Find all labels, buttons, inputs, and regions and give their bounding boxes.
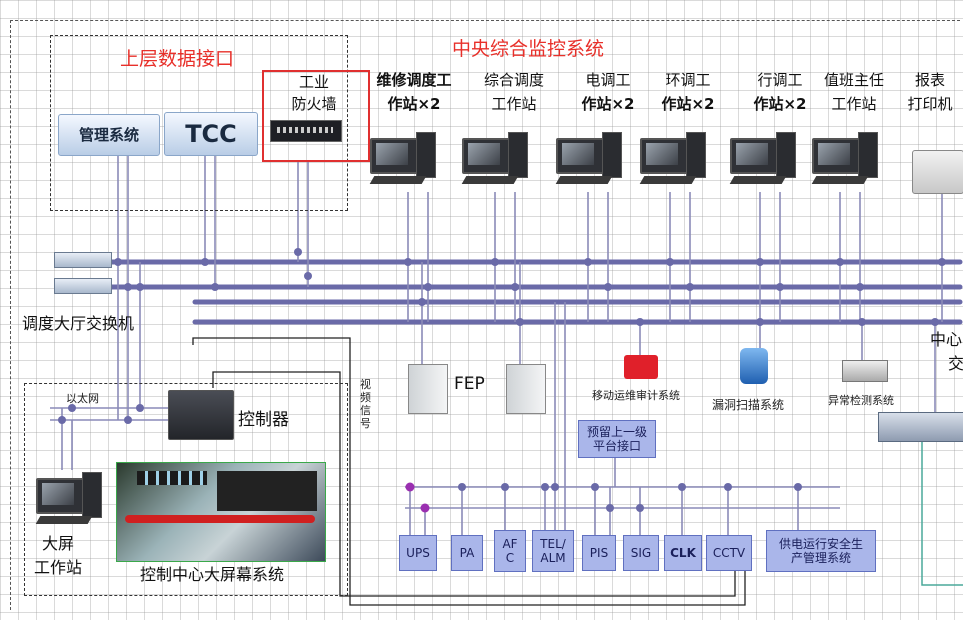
reserved-line-2: 平台接口 bbox=[592, 439, 641, 453]
subsystem-pis: PIS bbox=[582, 535, 616, 571]
firewall-highlight bbox=[262, 70, 370, 162]
fep-server-icon-1 bbox=[408, 364, 448, 414]
ws-label-4a: 环调工 bbox=[665, 71, 711, 89]
subsystem-cctv: CCTV bbox=[706, 535, 752, 571]
traffic-workstation-icon bbox=[729, 132, 808, 192]
environment-workstation-icon bbox=[639, 132, 718, 192]
ws-label-5a: 行调工 bbox=[757, 71, 803, 89]
big-screen-box bbox=[24, 383, 348, 596]
video-signal-char-1: 视 bbox=[360, 378, 371, 391]
subsystem-cctv-label: CCTV bbox=[712, 546, 746, 560]
ws-label-1a: 维修调度工 bbox=[376, 71, 452, 89]
vuln-scan-icon bbox=[740, 348, 768, 384]
controller-label: 控制器 bbox=[238, 410, 289, 430]
vuln-scan-label: 漏洞扫描系统 bbox=[712, 398, 785, 412]
center-switch-icon bbox=[878, 412, 963, 442]
upper-interface-box bbox=[50, 35, 348, 211]
diagram-title: 中央综合监控系统 bbox=[452, 38, 605, 60]
ws-label-7b: 打印机 bbox=[907, 95, 953, 113]
ws-label-6b: 工作站 bbox=[831, 95, 877, 113]
video-signal-char-4: 号 bbox=[360, 417, 371, 430]
hall-switch-icon-2 bbox=[54, 278, 112, 294]
subsystem-clk: CLK bbox=[664, 535, 702, 571]
video-signal-char-3: 信 bbox=[360, 404, 371, 417]
ws-label-3b: 作站×2 bbox=[581, 95, 635, 113]
hall-switch-icon-1 bbox=[54, 252, 112, 268]
firewall-device-icon bbox=[270, 120, 342, 142]
subsystem-afc: AF C bbox=[494, 530, 526, 572]
reserved-interface-box: 预留上一级 平台接口 bbox=[578, 420, 656, 458]
video-signal-char-2: 频 bbox=[360, 391, 371, 404]
ws-label-1b: 作站×2 bbox=[387, 95, 441, 113]
subsystem-power-safety: 供电运行安全生 产管理系统 bbox=[766, 530, 876, 572]
subsystem-pis-label: PIS bbox=[589, 546, 609, 560]
big-screen-ws-label-1: 大屏 bbox=[42, 534, 75, 553]
fep-server-icon-2 bbox=[506, 364, 546, 414]
duty-workstation-icon bbox=[811, 132, 890, 192]
center-switch-label-2: 交 bbox=[948, 354, 963, 373]
ws-label-5b: 作站×2 bbox=[753, 95, 807, 113]
ws-label-7a: 报表 bbox=[914, 71, 945, 89]
center-switch-label-1: 中心 bbox=[930, 330, 963, 349]
ws-label-3a: 电调工 bbox=[585, 71, 631, 89]
subsystem-afc-label: AF C bbox=[502, 537, 518, 565]
big-screen-ws-label-2: 工作站 bbox=[34, 558, 83, 577]
subsystem-ups: UPS bbox=[399, 535, 437, 571]
anomaly-detect-icon bbox=[842, 360, 888, 382]
firewall-label-2: 防火墙 bbox=[291, 95, 337, 113]
ws-label-2b: 工作站 bbox=[491, 95, 537, 113]
fep-label: FEP bbox=[454, 374, 485, 394]
subsystem-clk-label: CLK bbox=[670, 546, 696, 560]
firewall-label-1: 工业 bbox=[298, 73, 329, 91]
maintenance-workstation-icon bbox=[369, 132, 448, 192]
mobile-audit-label: 移动运维审计系统 bbox=[592, 389, 680, 402]
printer-icon bbox=[912, 150, 963, 194]
ws-label-4b: 作站×2 bbox=[661, 95, 715, 113]
subsystem-ups-label: UPS bbox=[406, 546, 430, 560]
subsystem-sig: SIG bbox=[623, 535, 659, 571]
subsystem-tel-alm-label: TEL/ ALM bbox=[540, 537, 566, 565]
subsystem-tel-alm: TEL/ ALM bbox=[532, 530, 574, 572]
big-screen-system-label: 控制中心大屏幕系统 bbox=[140, 565, 285, 584]
anomaly-detect-label: 异常检测系统 bbox=[828, 394, 894, 407]
mgmt-system-box: 管理系统 bbox=[58, 114, 160, 156]
upper-interface-title: 上层数据接口 bbox=[120, 48, 235, 70]
big-screen-wall-image bbox=[116, 462, 326, 562]
subsystem-pa-label: PA bbox=[459, 546, 475, 560]
hall-switch-label: 调度大厅交换机 bbox=[22, 314, 135, 333]
controller-icon bbox=[168, 390, 234, 440]
ws-label-6a: 值班主任 bbox=[823, 71, 884, 89]
subsystem-pa: PA bbox=[451, 535, 483, 571]
integrated-workstation-icon bbox=[461, 132, 540, 192]
subsystem-sig-label: SIG bbox=[630, 546, 652, 560]
page-border-top bbox=[10, 20, 960, 21]
mobile-audit-icon bbox=[624, 355, 658, 379]
reserved-line-1: 预留上一级 bbox=[586, 425, 647, 439]
ethernet-label: 以太网 bbox=[66, 392, 99, 405]
page-border-left bbox=[10, 20, 11, 610]
tcc-box: TCC bbox=[164, 112, 258, 156]
video-signal-label: 视 频 信 号 bbox=[360, 378, 372, 430]
subsystem-power-safety-label: 供电运行安全生 产管理系统 bbox=[778, 537, 863, 565]
big-screen-workstation-icon bbox=[35, 472, 114, 532]
power-workstation-icon bbox=[555, 132, 634, 192]
ws-label-2a: 综合调度 bbox=[483, 71, 544, 89]
